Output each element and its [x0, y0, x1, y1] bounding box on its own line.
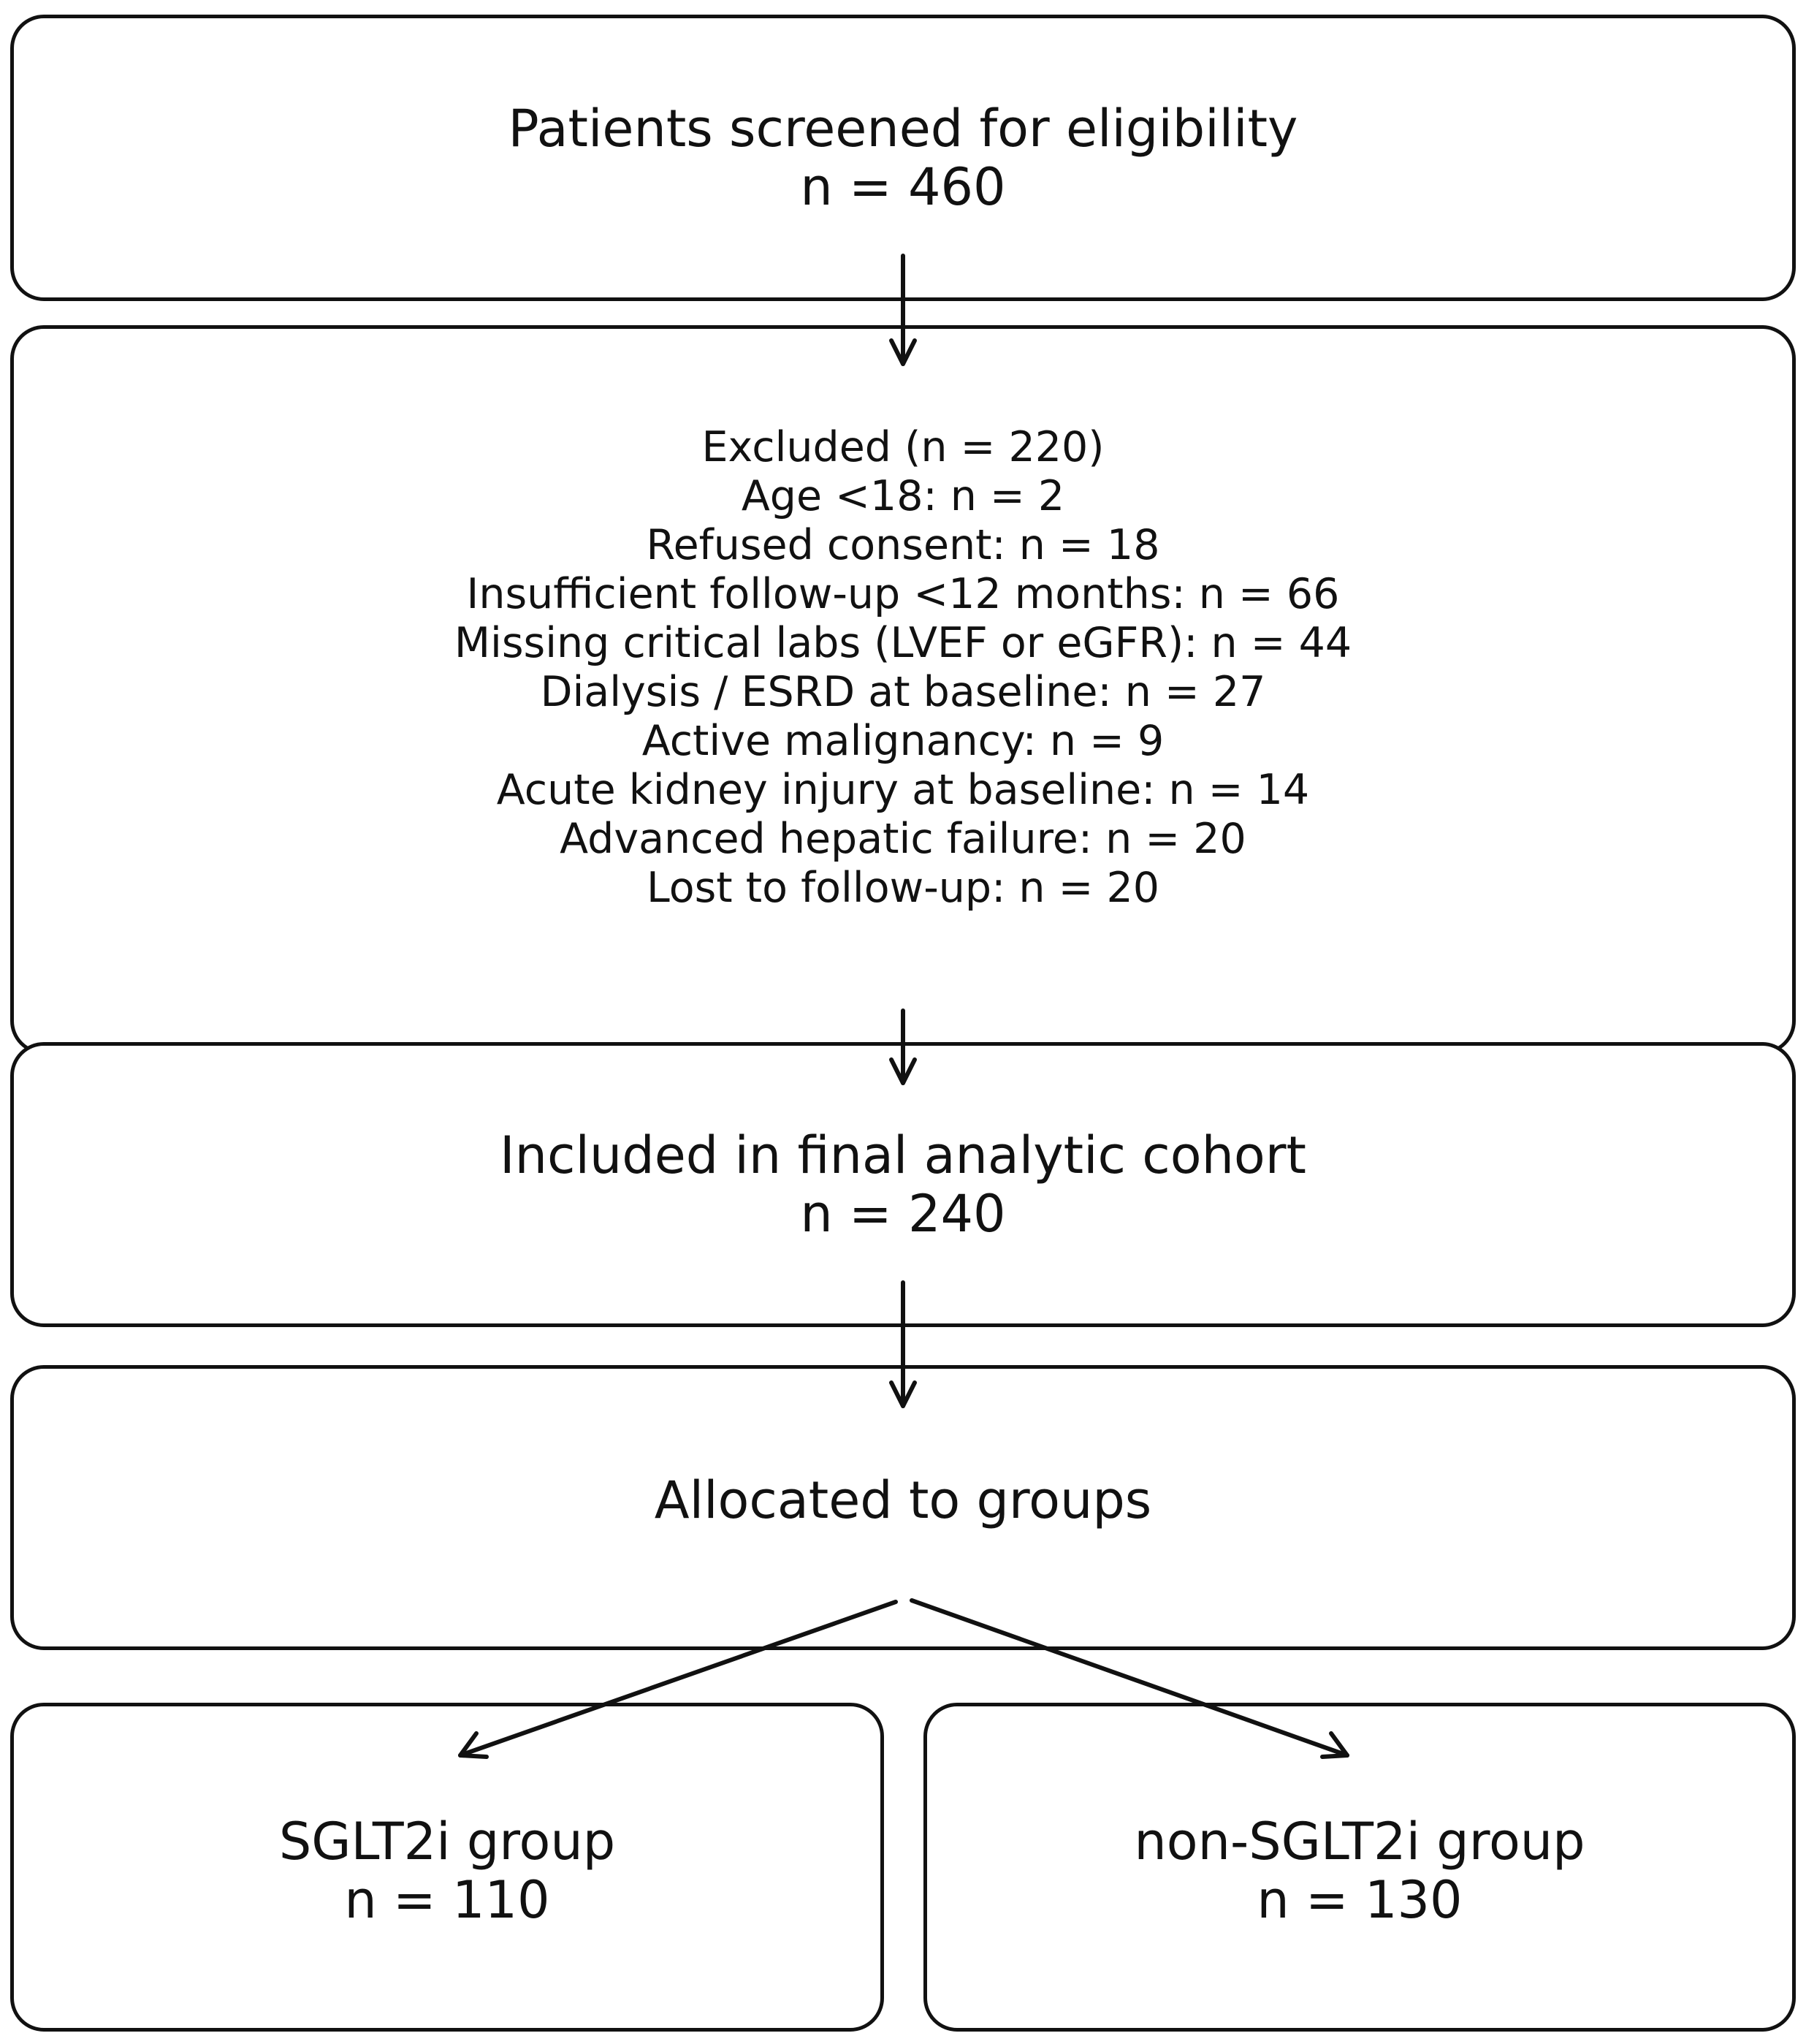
non-sglt2i-group-title: non-SGLT2i group [1134, 1812, 1585, 1872]
non-sglt2i-group-box: non-SGLT2i group n = 130 [923, 1703, 1796, 2032]
excluded-reason-malignancy: Active malignancy: n = 9 [641, 717, 1165, 765]
non-sglt2i-group-count: n = 130 [1257, 1870, 1463, 1930]
excluded-title: Excluded (n = 220) [701, 423, 1105, 471]
sglt2i-group-box: SGLT2i group n = 110 [10, 1703, 884, 2032]
arrow-excluded-to-included [889, 1008, 917, 1085]
excluded-reason-consent: Refused consent: n = 18 [646, 521, 1160, 569]
sglt2i-group-count: n = 110 [344, 1870, 550, 1930]
excluded-reason-dialysis: Dialysis / ESRD at baseline: n = 27 [540, 668, 1266, 716]
screened-box: Patients screened for eligibility n = 46… [10, 15, 1796, 301]
allocated-box: Allocated to groups [10, 1365, 1796, 1650]
allocated-title: Allocated to groups [654, 1470, 1152, 1530]
arrow-allocated-to-non-sglt2i [910, 1598, 1349, 1759]
excluded-reason-aki: Acute kidney injury at baseline: n = 14 [496, 766, 1310, 814]
included-count: n = 240 [800, 1184, 1006, 1244]
excluded-box: Excluded (n = 220) Age <18: n = 2 Refuse… [10, 325, 1796, 1055]
screened-count: n = 460 [800, 157, 1006, 217]
arrow-included-to-allocated [889, 1280, 917, 1408]
excluded-reason-hepatic: Advanced hepatic failure: n = 20 [560, 815, 1246, 863]
excluded-reason-missing-labs: Missing critical labs (LVEF or eGFR): n … [454, 619, 1352, 667]
excluded-reason-lost: Lost to follow-up: n = 20 [646, 864, 1160, 912]
arrow-allocated-to-sglt2i [458, 1600, 898, 1759]
included-box: Included in final analytic cohort n = 24… [10, 1042, 1796, 1327]
excluded-reason-age: Age <18: n = 2 [741, 472, 1065, 520]
excluded-reason-followup: Insufficient follow-up <12 months: n = 6… [466, 570, 1340, 618]
arrow-screened-to-excluded [889, 254, 917, 366]
screened-title: Patients screened for eligibility [508, 99, 1298, 159]
included-title: Included in final analytic cohort [499, 1125, 1306, 1185]
sglt2i-group-title: SGLT2i group [278, 1812, 616, 1872]
